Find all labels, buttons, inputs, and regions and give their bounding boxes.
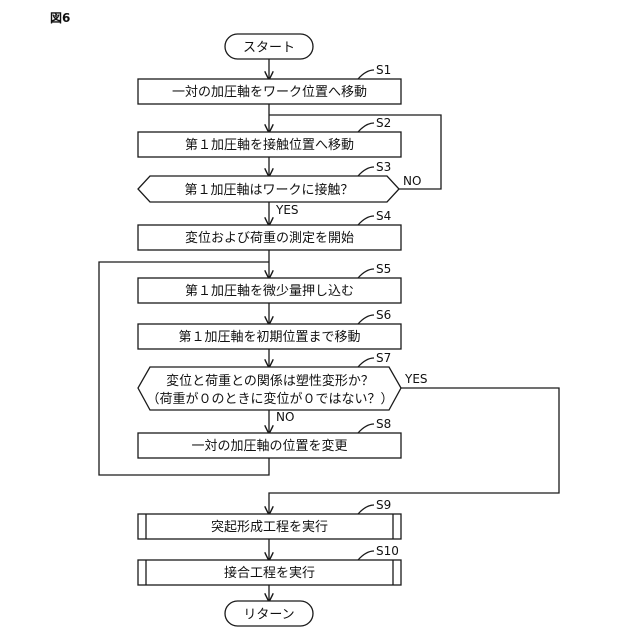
step-s6-text: 第１加圧軸を初期位置まで移動 [178, 330, 360, 345]
step-s1-text: 一対の加圧軸をワーク位置へ移動 [172, 85, 367, 100]
decision-s7-yes-label: YES [404, 372, 428, 386]
step-s6-id: S6 [376, 308, 391, 322]
decision-s7: 変位と荷重との関係は塑性変形か？ （荷重が０のときに変位が０ではない？） S7 … [138, 351, 428, 424]
decision-s3-yes-label: YES [275, 203, 299, 217]
step-s1-id: S1 [376, 63, 391, 77]
step-s8-id: S8 [376, 417, 391, 431]
step-s2-id: S2 [376, 116, 391, 130]
process-s10-text: 接合工程を実行 [224, 565, 315, 581]
figure-label: 図6 [50, 11, 70, 25]
step-s5-id: S5 [376, 262, 391, 276]
process-s9-text: 突起形成工程を実行 [211, 519, 328, 535]
step-s5-text: 第１加圧軸を微少量押し込む [185, 284, 354, 299]
decision-s3-text: 第１加圧軸はワークに接触？ [184, 182, 353, 198]
step-s4-id: S4 [376, 209, 391, 223]
process-s10-id: S10 [376, 544, 399, 558]
start-terminal: スタート [225, 34, 313, 59]
decision-s7-id: S7 [376, 351, 391, 365]
start-label: スタート [243, 41, 295, 56]
step-s2-text: 第１加圧軸を接触位置へ移動 [185, 137, 354, 153]
decision-s3-no-label: NO [403, 174, 421, 188]
step-s4-text: 変位および荷重の測定を開始 [185, 230, 354, 246]
process-s9-id: S9 [376, 498, 391, 512]
decision-s7-no-label: NO [276, 410, 294, 424]
end-terminal: リターン [225, 601, 313, 626]
end-label: リターン [243, 608, 294, 623]
decision-s3-id: S3 [376, 160, 391, 174]
step-s8-text: 一対の加圧軸の位置を変更 [191, 438, 347, 454]
decision-s7-line1: 変位と荷重との関係は塑性変形か？ [166, 373, 374, 389]
decision-s7-line2: （荷重が０のときに変位が０ではない？） [146, 391, 393, 407]
